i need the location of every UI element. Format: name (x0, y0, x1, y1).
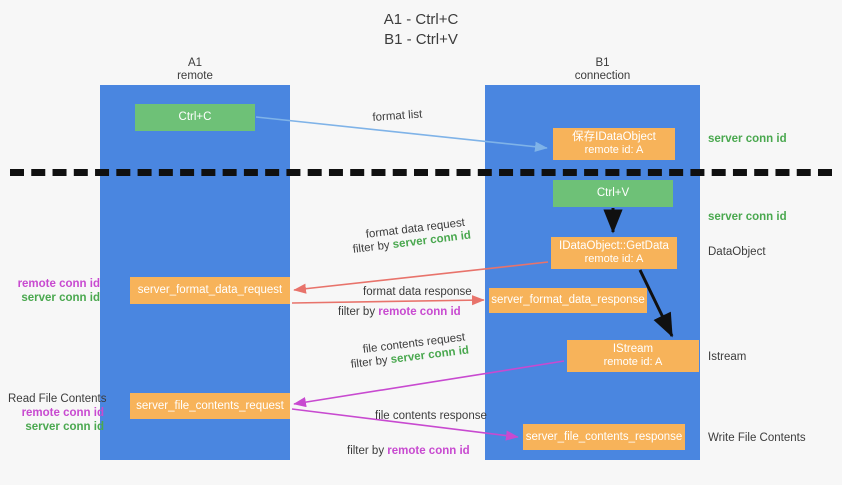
box-getdata-remote-id: remote id: A (584, 253, 644, 265)
box-server-format-data-request[interactable]: server_format_data_request (130, 277, 290, 304)
filter-key-remote-conn-id: remote conn id (378, 306, 461, 318)
lane-header-a1-name: A1 (187, 57, 203, 69)
box-istream-title: IStream (612, 343, 654, 355)
note-write-file-contents: Write File Contents (708, 432, 806, 444)
note-left-remote-conn-id-2: remote conn id (21, 407, 104, 419)
diagram-title-line-2: B1 - Ctrl+V (384, 31, 458, 48)
lane-header-a1-role: remote (177, 70, 213, 82)
box-idataobject-remote-id: remote id: A (584, 144, 644, 156)
note-istream: Istream (708, 351, 747, 363)
lane-header-b1-name: B1 (595, 57, 610, 69)
filter-prefix: filter by (347, 445, 388, 457)
filter-prefix: filter by (352, 239, 394, 256)
note-server-conn-id-mid: server conn id (708, 211, 787, 223)
box-istream[interactable]: IStream remote id: A (567, 340, 699, 372)
note-left-remote-conn-id-1: remote conn id (17, 278, 100, 290)
box-server-file-contents-request[interactable]: server_file_contents_request (130, 393, 290, 419)
diagram-title: A1 - Ctrl+C B1 - Ctrl+V (0, 10, 842, 50)
box-server-format-data-response[interactable]: server_format_data_response (489, 288, 647, 313)
arrow-format-data-response (291, 295, 485, 306)
note-read-file-contents: Read File Contents (8, 393, 107, 405)
box-ctrl-v[interactable]: Ctrl+V (553, 180, 673, 207)
note-left-read-file-contents-group: Read File Contents remote conn id server… (8, 392, 107, 434)
box-ctrl-c[interactable]: Ctrl+C (135, 104, 255, 131)
lane-header-b1: B1 connection (545, 57, 660, 83)
box-idataobject[interactable]: 保存IDataObject remote id: A (553, 128, 675, 160)
box-idataobject-getdata[interactable]: IDataObject::GetData remote id: A (551, 237, 677, 269)
filter-prefix: filter by (350, 354, 392, 371)
filter-prefix: filter by (338, 306, 379, 318)
lane-header-a1: A1 remote (140, 57, 250, 83)
note-dataobject: DataObject (708, 246, 766, 258)
box-istream-remote-id: remote id: A (603, 356, 663, 368)
box-server-file-contents-response[interactable]: server_file_contents_response (523, 424, 685, 450)
box-idataobject-title: 保存IDataObject (572, 131, 656, 143)
diagram-title-line-1: A1 - Ctrl+C (383, 11, 459, 28)
note-left-conn-ids-1: remote conn id server conn id (8, 277, 100, 305)
label-file-contents-response: file contents response (375, 410, 487, 422)
label-format-list: format list (372, 108, 423, 124)
dashed-divider (10, 169, 832, 176)
note-left-server-conn-id-2: server conn id (25, 421, 104, 433)
note-left-server-conn-id-1: server conn id (21, 292, 100, 304)
label-format-data-response-filter: filter by remote conn id (338, 305, 461, 320)
box-getdata-title: IDataObject::GetData (559, 240, 669, 252)
lane-header-b1-role: connection (574, 70, 631, 82)
label-file-contents-response-filter: filter by remote conn id (347, 444, 470, 459)
filter-key-remote-conn-id: remote conn id (387, 445, 470, 457)
label-format-data-response: format data response (363, 286, 472, 298)
note-server-conn-id-top: server conn id (708, 133, 787, 145)
